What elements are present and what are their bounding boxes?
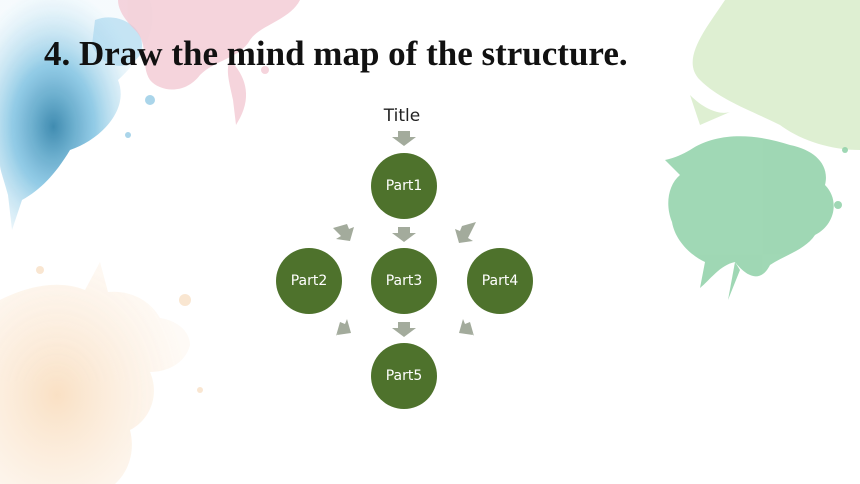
node-part4: Part4 (467, 248, 533, 314)
node-part4-label: Part4 (481, 273, 519, 289)
arrow-part3-to-part5 (392, 322, 416, 337)
orange-splash (0, 262, 203, 484)
pink-splash (118, 0, 300, 125)
node-part1-label: Part1 (385, 178, 423, 194)
title-label: Title (383, 106, 421, 126)
node-part3: Part3 (371, 248, 437, 314)
arrow-title-to-part1 (392, 131, 416, 146)
light-green-splash (690, 0, 860, 150)
green-splash (665, 136, 848, 300)
node-part2-label: Part2 (290, 273, 328, 289)
arrow-part1-to-part2 (333, 224, 354, 241)
node-part2: Part2 (276, 248, 342, 314)
slide-heading: 4. Draw the mind map of the structure. (44, 34, 628, 73)
node-part5-label: Part5 (385, 368, 423, 384)
arrow-part4-to-part5 (459, 319, 474, 336)
arrow-part1-to-part3 (392, 227, 416, 242)
blue-splash (0, 0, 155, 230)
node-part3-label: Part3 (385, 273, 423, 289)
arrow-part1-to-part4 (455, 222, 476, 243)
node-part1: Part1 (371, 153, 437, 219)
arrow-part2-to-part5 (336, 319, 351, 336)
node-part5: Part5 (371, 343, 437, 409)
